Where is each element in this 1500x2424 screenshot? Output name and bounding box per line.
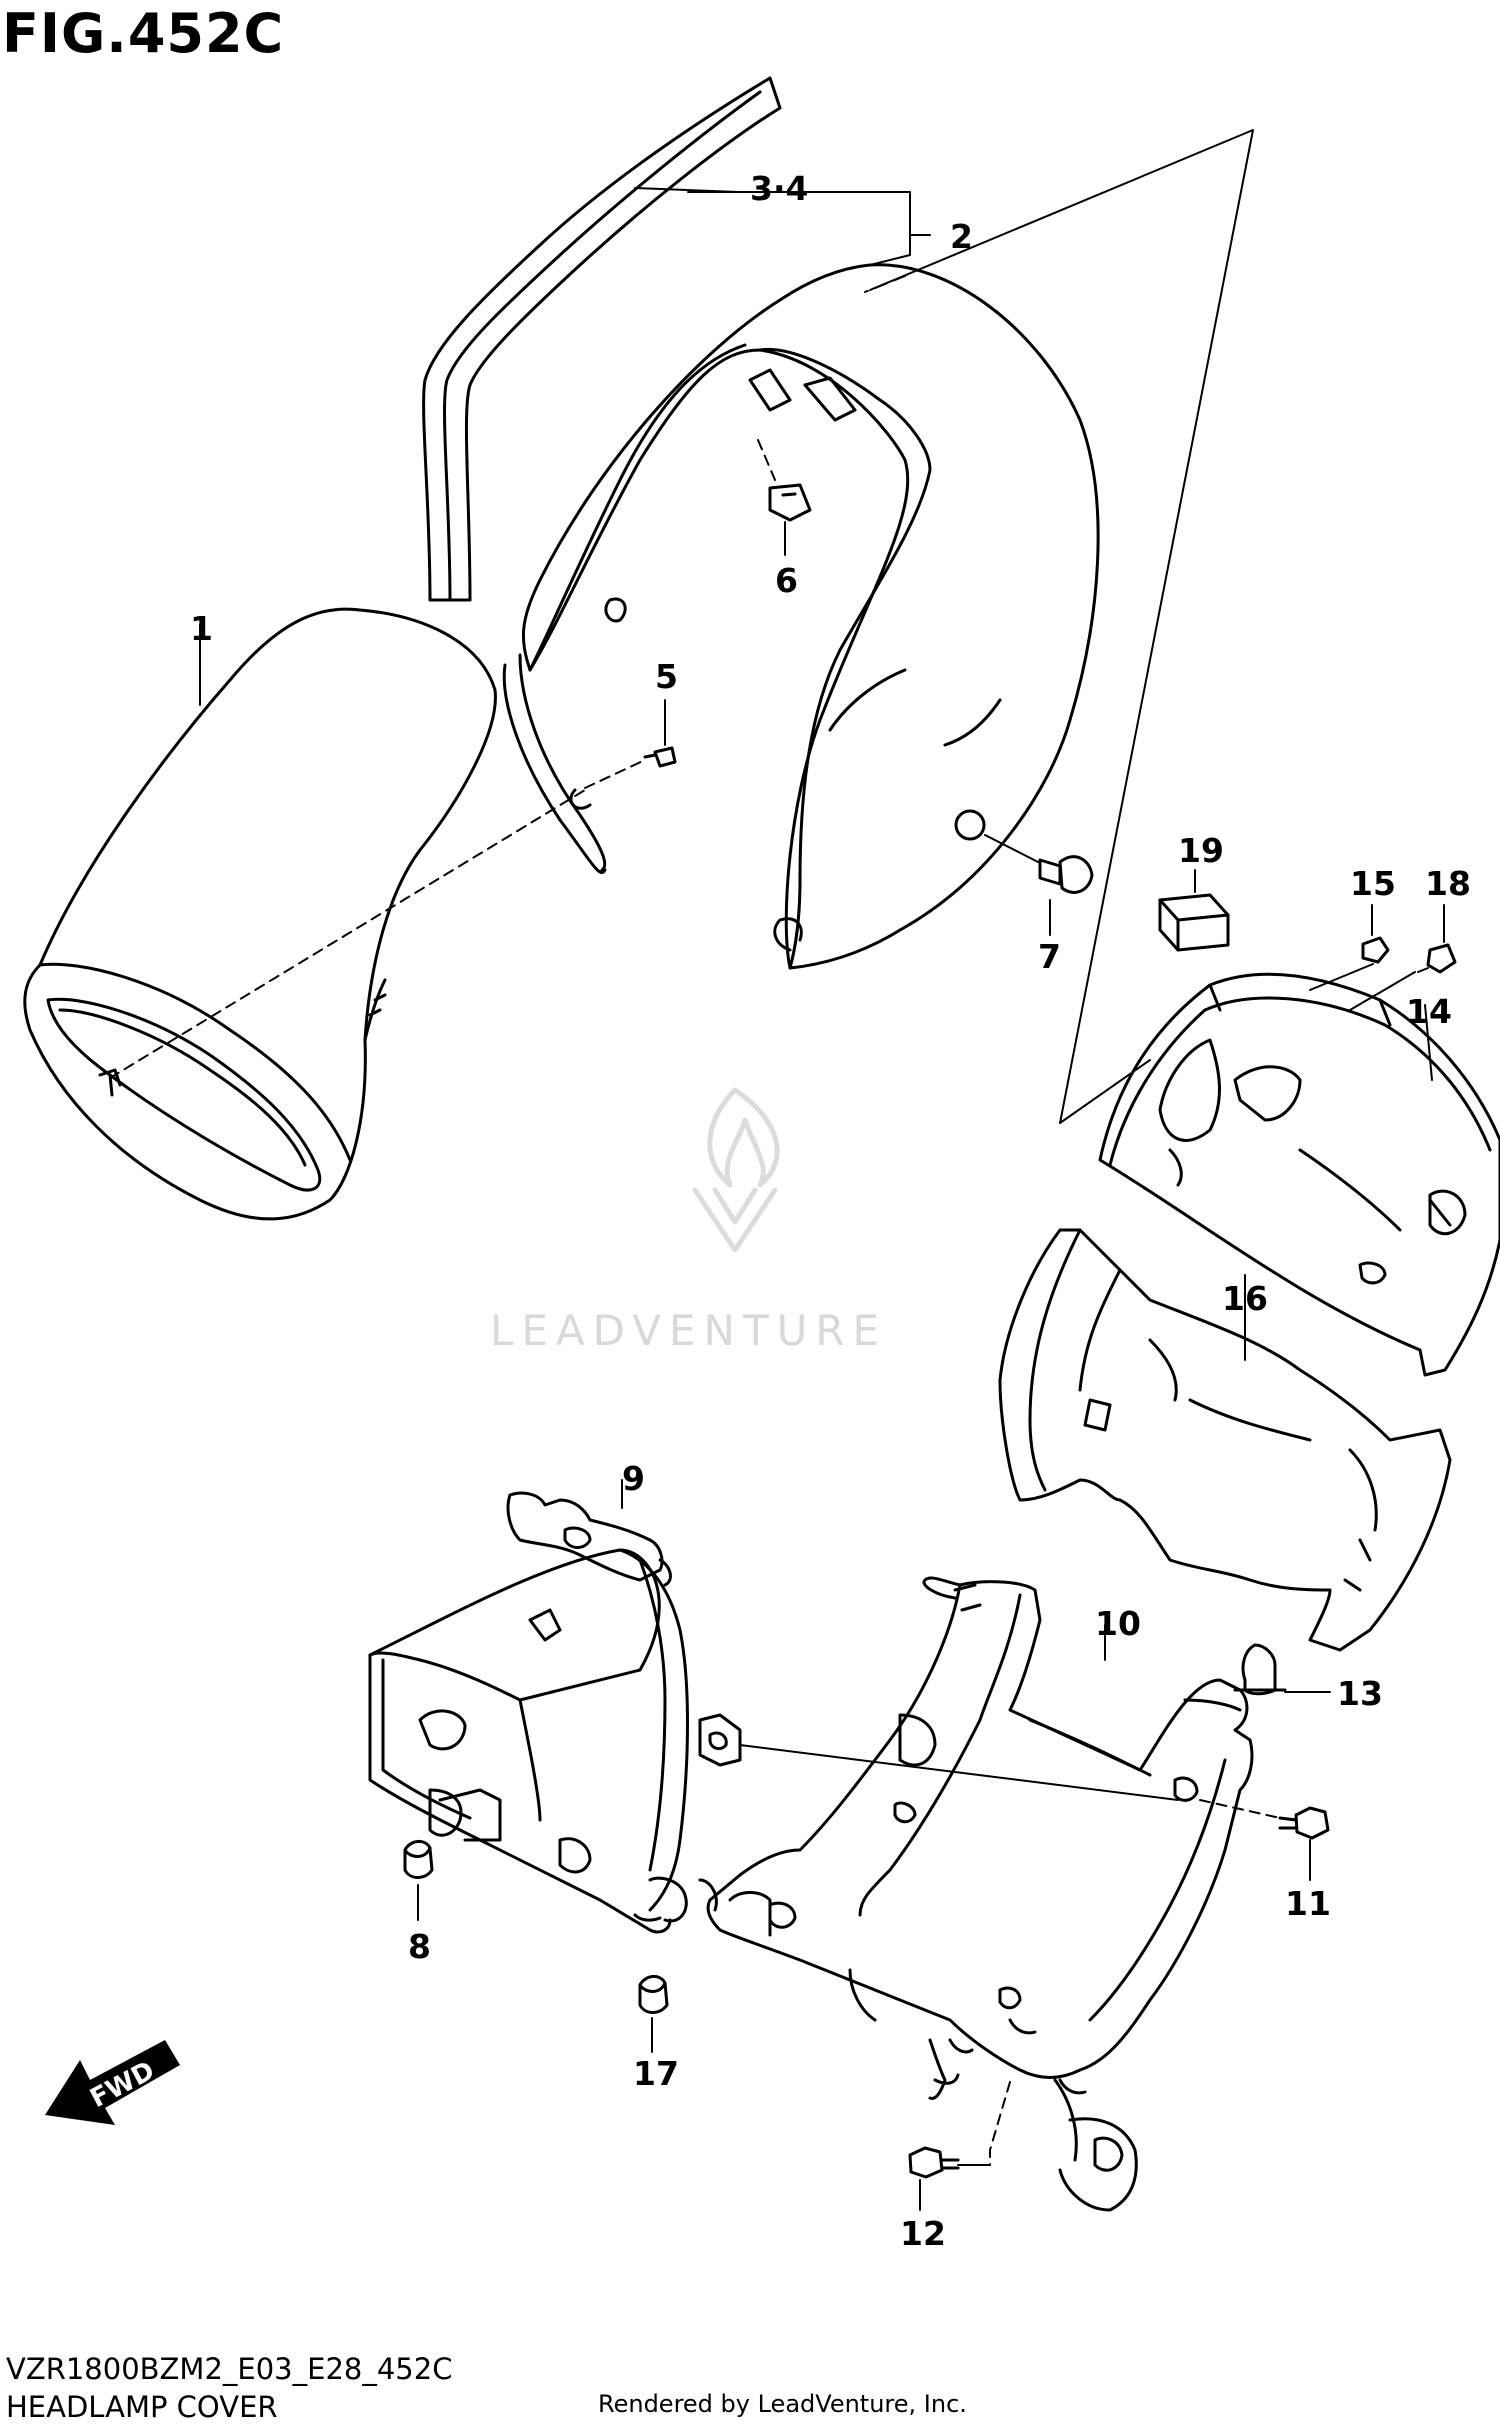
leader-2-to-cowl (869, 234, 911, 266)
callout-10: 10 (1095, 1604, 1141, 1643)
callout-9: 9 (622, 1459, 645, 1498)
callout-7: 7 (1038, 937, 1061, 976)
part-headlamp-shell (23, 607, 497, 1221)
part-nut-17 (638, 1975, 669, 2053)
part-clip-6 (757, 439, 812, 556)
part-lower-panel-16 (998, 1228, 1452, 1652)
model-code: VZR1800BZM2_E03_E28_452C (6, 2352, 453, 2386)
part-nut-15 (1309, 904, 1390, 991)
callout-12: 12 (900, 2214, 946, 2253)
part-bracket-9 (368, 1479, 742, 1934)
callout-1: 1 (190, 609, 213, 648)
leader-10-to-11 (1199, 1799, 1281, 1819)
callout-17: 17 (633, 2054, 679, 2093)
callout-2: 2 (950, 217, 973, 256)
part-screw-5 (584, 699, 677, 789)
part-inner-panel-14 (1098, 972, 1500, 1377)
part-clip-13 (1233, 1643, 1331, 1696)
part-bolt-12 (908, 2146, 991, 2211)
callout-labels: 1 2 3·4 5 6 7 8 9 10 11 12 13 14 15 16 1… (190, 169, 1471, 2253)
fwd-arrow-icon: FWD (45, 2040, 180, 2125)
watermark-logo-icon (692, 1087, 780, 1253)
leader-10-to-12 (989, 2081, 1011, 2166)
callout-15: 15 (1350, 864, 1396, 903)
watermark-text: LEADVENTURE (490, 1306, 887, 1355)
part-block-19 (1158, 869, 1230, 952)
part-main-bracket-10 (706, 1576, 1254, 2212)
leader-2-bracket (687, 191, 931, 236)
part-bolt-11 (1278, 1806, 1330, 1881)
part-outer-cowl (502, 263, 1100, 970)
leader-9-to-10 (739, 1744, 1179, 1801)
callout-18: 18 (1425, 864, 1471, 903)
callout-13: 13 (1337, 1674, 1383, 1713)
part-nut-18 (1349, 904, 1457, 1011)
diagram-name: HEADLAMP COVER (6, 2390, 278, 2424)
leader-34 (634, 187, 739, 193)
callout-8: 8 (408, 1927, 431, 1966)
callout-11: 11 (1285, 1884, 1331, 1923)
callout-5: 5 (655, 657, 678, 696)
figure-title: FIG.452C (2, 2, 285, 65)
leader-1-to-5 (109, 789, 586, 1079)
callout-6: 6 (775, 561, 798, 600)
part-trim-strip (422, 76, 782, 602)
callout-19: 19 (1178, 831, 1224, 870)
rendered-by-credit: Rendered by LeadVenture, Inc. (598, 2390, 967, 2418)
callout-3-4: 3·4 (750, 169, 808, 208)
callout-14: 14 (1406, 992, 1452, 1031)
part-nut-8 (403, 1840, 434, 1921)
part-rivet-7 (984, 834, 1094, 936)
callout-16: 16 (1222, 1279, 1268, 1318)
